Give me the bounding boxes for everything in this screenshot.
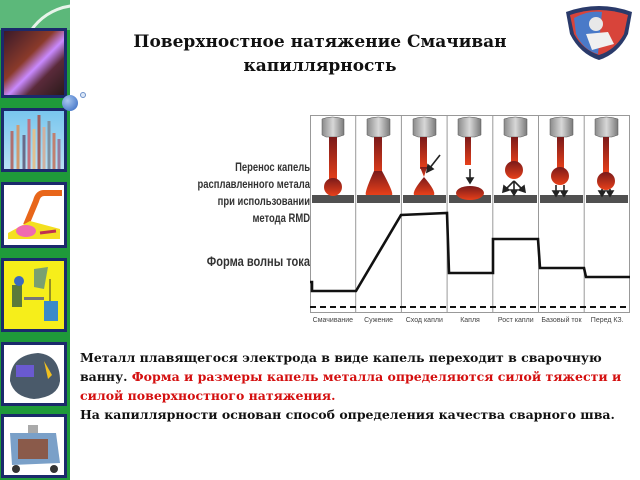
body-paragraph: Металл плавящегося электрода в виде капе… xyxy=(80,348,635,424)
title-line-2: капиллярность xyxy=(243,56,397,76)
welder-shield-logo xyxy=(562,4,636,62)
page-title: Поверхностное натяжение Смачиван капилля… xyxy=(80,30,560,78)
transfer-label-line: Перенос капель xyxy=(235,162,310,174)
phase-label: Перед КЗ. xyxy=(590,317,624,324)
sidebar xyxy=(0,0,70,480)
body-sentence-1: Металл плавящегося электрода в виде капе… xyxy=(80,350,602,384)
phase-label: Смачивание xyxy=(312,317,354,324)
transfer-label-line: при использовании xyxy=(217,196,310,208)
phase-label: Сход капли xyxy=(405,317,443,324)
electrodes-photo xyxy=(1,108,67,172)
transfer-label-line: расплавленного метала xyxy=(197,179,310,191)
decorative-orb xyxy=(62,95,78,111)
phase-label: Базовый ток xyxy=(541,317,582,324)
welding-helmet xyxy=(1,342,67,406)
title-line-1: Поверхностное натяжение Смачиван xyxy=(133,32,507,52)
rmd-droplet-diagram xyxy=(310,115,630,313)
phase-label: Рост капли xyxy=(497,317,534,324)
body-sentence-3: На капиллярности основан способ определе… xyxy=(80,407,615,422)
welding-transformer xyxy=(1,414,67,478)
welding-arc-photo xyxy=(1,28,67,98)
current-waveform xyxy=(310,211,630,293)
transfer-label-line: метода RMD xyxy=(252,213,310,225)
phase-labels: Смачивание Сужение Сход капли Капля Рост… xyxy=(310,312,630,330)
welder-workstation xyxy=(1,258,67,332)
phase-label: Сужение xyxy=(364,317,394,324)
decorative-orb-small xyxy=(80,92,86,98)
droplet-transfer-label: Перенос капель расплавленного метала при… xyxy=(195,160,310,228)
sidebar-decoration xyxy=(0,0,70,30)
phase-label: Капля xyxy=(460,317,480,324)
current-waveform-label: Форма волны тока xyxy=(206,254,310,269)
body-highlight: Форма и размеры капель металла определяю… xyxy=(80,369,622,403)
electrode-diagram xyxy=(1,182,67,248)
